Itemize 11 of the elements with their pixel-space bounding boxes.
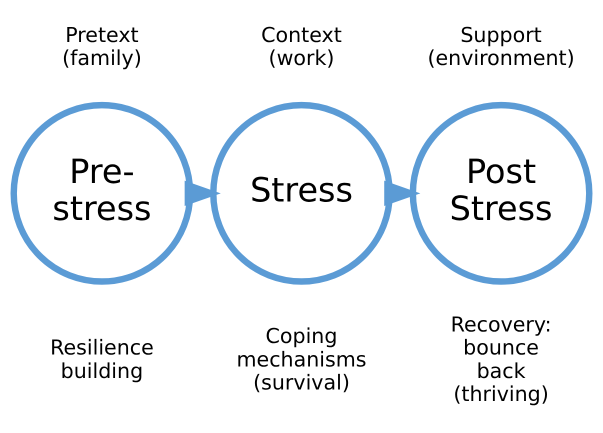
node-label: Coping mechanisms (survival) bbox=[236, 324, 367, 394]
node-label: Pretext (family) bbox=[62, 22, 142, 70]
arrow bbox=[184, 180, 221, 206]
node-label: Resilience building bbox=[50, 336, 154, 383]
arrow bbox=[384, 180, 420, 206]
node-label: Recovery: bounce back (thriving) bbox=[450, 312, 552, 406]
node-circle: Pre- stress bbox=[10, 102, 194, 285]
node-circle: Stress bbox=[210, 102, 393, 285]
node-circle: Post Stress bbox=[410, 102, 592, 285]
node-label: Context (work) bbox=[261, 22, 342, 70]
node-label: Support (environment) bbox=[427, 22, 575, 70]
